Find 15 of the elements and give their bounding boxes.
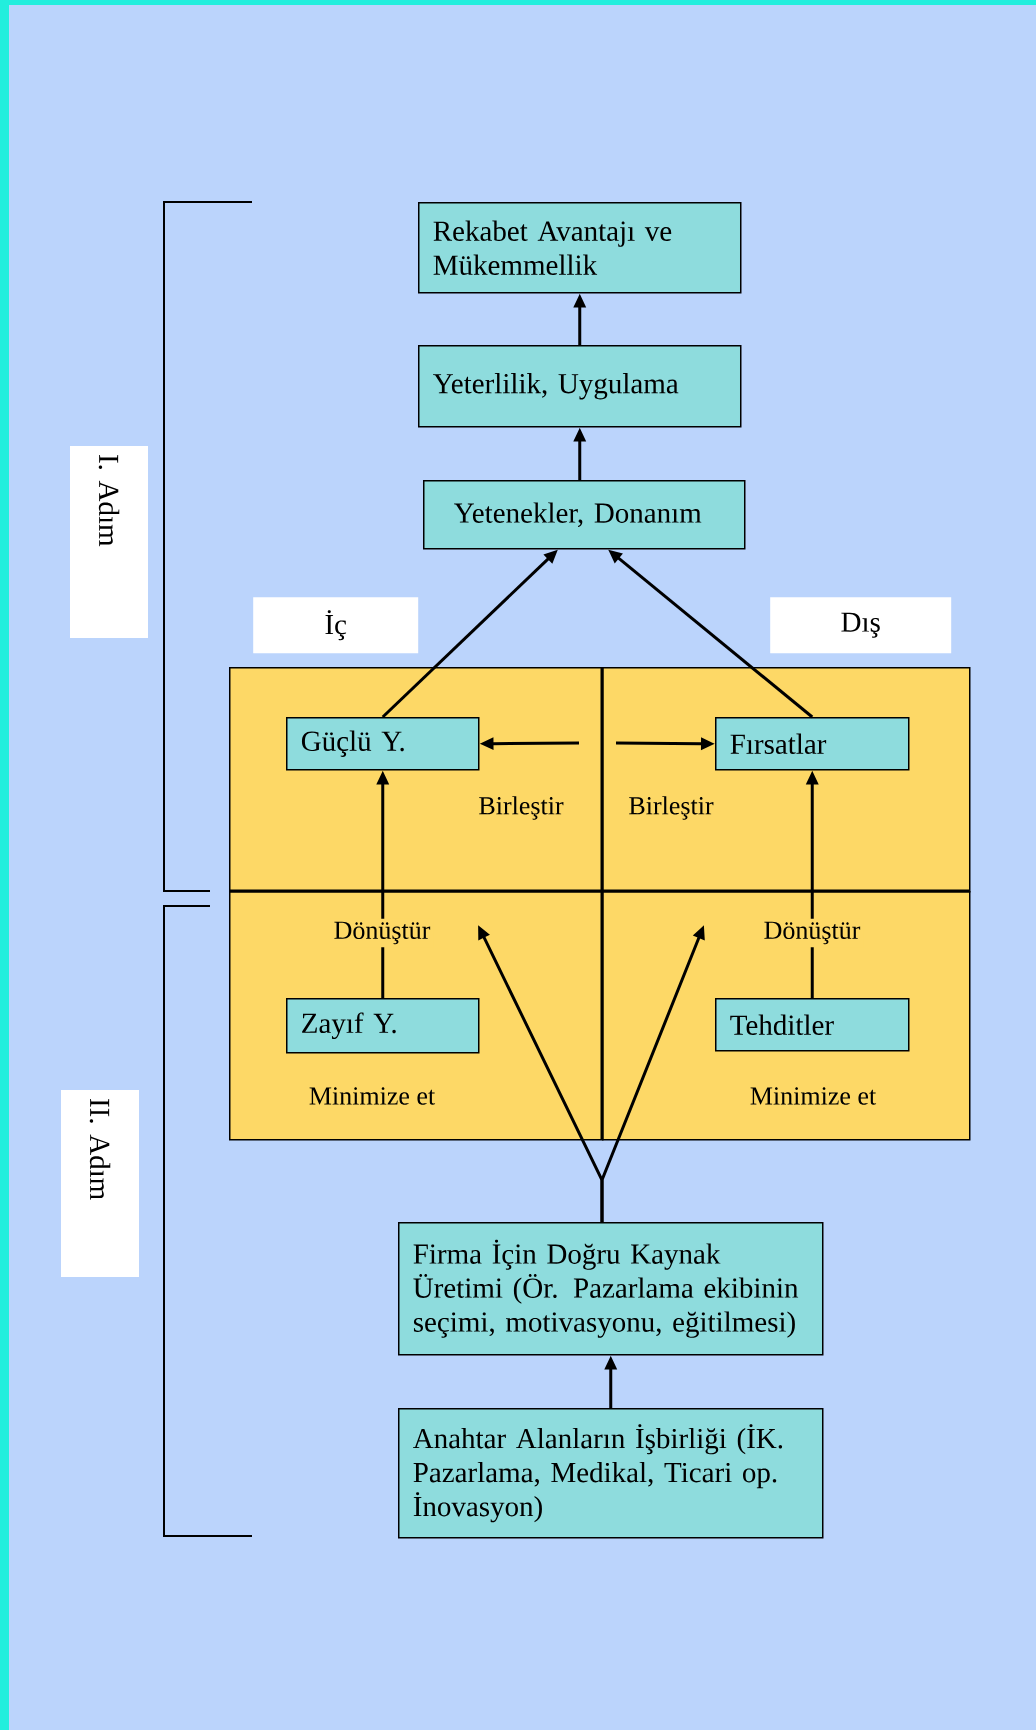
step-label-box: I. Adım xyxy=(70,446,148,638)
text-box: Anahtar Alanların İşbirliği (İK. Pazarlama, Medikal, Ticari op. İnovasyon) xyxy=(398,1408,824,1539)
text-box: Tehditler xyxy=(715,998,910,1052)
text-box: Zayıf Y. xyxy=(286,998,480,1054)
edge-label: Dönüştür xyxy=(330,918,434,948)
text-box: Firma İçin Doğru Kaynak Üretimi (Ör. Pazarlama ekibinin seçimi, motivasyonu, eğitilmesi) xyxy=(398,1222,824,1356)
label-box: İç xyxy=(253,597,419,654)
text-box: Güçlü Y. xyxy=(286,717,480,771)
text-box: Fırsatlar xyxy=(715,717,910,771)
edge-label: Dönüştür xyxy=(760,918,864,948)
text-box: Rekabet Avantajı ve Mükemmellik xyxy=(418,202,742,294)
label-box: Dış xyxy=(770,597,952,654)
step-label-box: II. Adım xyxy=(61,1090,139,1277)
text-box: Yeterlilik, Uygulama xyxy=(418,345,742,428)
text-box: Yetenekler, Donanım xyxy=(423,480,746,550)
